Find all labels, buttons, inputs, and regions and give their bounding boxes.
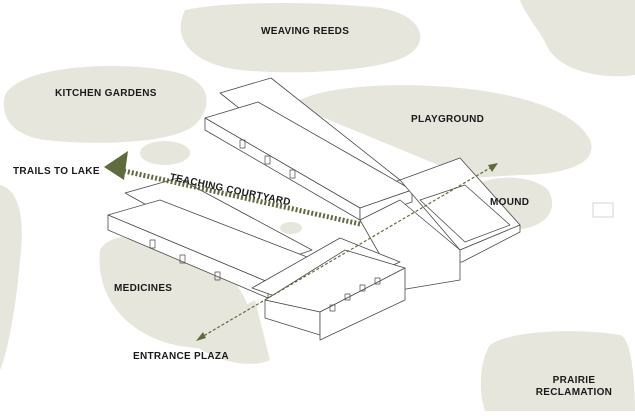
label-prairie-reclamation: PRAIRIE RECLAMATION bbox=[534, 375, 614, 398]
label-prairie-line2: RECLAMATION bbox=[535, 386, 613, 398]
prairie-reclamation-zone bbox=[480, 331, 635, 411]
kitchen-gardens-zone bbox=[3, 65, 207, 143]
trails-arrow bbox=[119, 167, 361, 227]
label-entrance-plaza: ENTRANCE PLAZA bbox=[133, 351, 229, 362]
windows bbox=[149, 139, 381, 312]
label-playground: PLAYGROUND bbox=[411, 114, 485, 125]
entrance-plaza-zone bbox=[185, 300, 270, 364]
courtyard-tree-2 bbox=[280, 222, 302, 234]
mound-arrowhead bbox=[488, 163, 498, 172]
school-buildings bbox=[107, 77, 521, 341]
label-mound: MOUND bbox=[490, 197, 530, 208]
south-wing bbox=[251, 237, 406, 341]
left-edge-zone bbox=[0, 185, 22, 370]
small-structure bbox=[592, 202, 614, 218]
label-kitchen-gardens: KITCHEN GARDENS bbox=[55, 88, 157, 99]
label-trails-to-lake: TRAILS TO LAKE bbox=[13, 166, 100, 177]
weaving-reeds-zone-right bbox=[520, 0, 635, 77]
mound-axis-line bbox=[199, 164, 496, 339]
label-medicines: MEDICINES bbox=[114, 283, 173, 294]
label-weaving-reeds: WEAVING REEDS bbox=[261, 26, 350, 37]
circulation-arrows bbox=[104, 151, 498, 341]
weaving-reeds-zone bbox=[180, 3, 421, 73]
entrance-arrowhead bbox=[196, 332, 206, 341]
courtyard-tree-1 bbox=[140, 141, 190, 165]
trails-arrowhead bbox=[104, 151, 128, 180]
north-wing bbox=[204, 77, 413, 221]
central-block bbox=[359, 157, 521, 291]
playground-zone bbox=[300, 85, 592, 178]
label-prairie-line1: PRAIRIE bbox=[552, 375, 596, 386]
